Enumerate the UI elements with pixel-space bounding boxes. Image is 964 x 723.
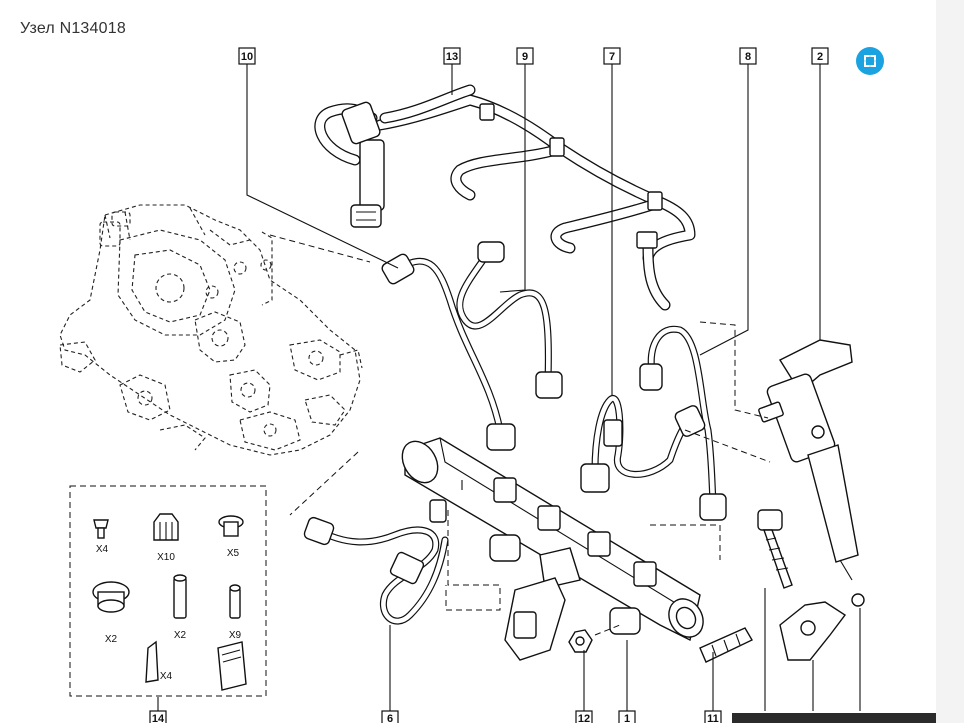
svg-text:14: 14: [152, 713, 165, 723]
fuel-rail: [401, 437, 704, 642]
expand-icon: [864, 55, 876, 67]
svg-text:11: 11: [707, 713, 719, 723]
service-kit-box: X4 X10 X5 X2 X2 X9 X4: [69, 485, 267, 697]
high-pressure-pipes: [303, 241, 727, 625]
reference-lines: [269, 234, 771, 636]
callout-13[interactable]: 13: [443, 47, 461, 65]
callout-9[interactable]: 9: [516, 47, 534, 65]
kit-item-clip: [93, 519, 109, 539]
kit-qty-1: X4: [96, 544, 109, 555]
page-title: Узел N134018: [20, 20, 126, 37]
callout-14[interactable]: 14: [149, 710, 167, 723]
right-scroll-strip: [936, 0, 964, 723]
svg-text:7: 7: [609, 51, 615, 63]
kit-item-spacer-long: [173, 574, 187, 619]
svg-text:12: 12: [578, 713, 590, 723]
svg-text:8: 8: [745, 51, 751, 63]
kit-qty-2: X10: [157, 552, 175, 563]
injector: [758, 339, 859, 581]
kit-item-spacer-short: [229, 584, 241, 619]
kit-qty-4: X2: [105, 634, 118, 645]
parts-diagram: X4 X10 X5 X2 X2 X9 X4 10 13 9 7 8 2 14 6…: [59, 47, 865, 723]
callout-7[interactable]: 7: [603, 47, 621, 65]
high-pressure-pump: [59, 204, 363, 456]
kit-item-seal: [92, 581, 130, 613]
callout-12[interactable]: 12: [575, 710, 593, 723]
kit-item-grommet: [218, 515, 244, 537]
svg-text:6: 6: [387, 713, 393, 723]
callout-11[interactable]: 11: [704, 710, 722, 723]
pressure-sensor: [504, 577, 593, 661]
kit-qty-3: X5: [227, 548, 240, 559]
callout-1[interactable]: 1: [618, 710, 636, 723]
fuel-return-hose: [314, 84, 696, 311]
svg-text:10: 10: [241, 51, 253, 63]
leader-lines: [157, 64, 861, 711]
kit-qty-5: X2: [174, 630, 187, 641]
kit-qty-7: X4: [160, 671, 173, 682]
kit-item-manual: [217, 641, 247, 691]
kit-qty-6: X9: [229, 630, 242, 641]
expand-button[interactable]: [856, 47, 884, 75]
callout-8[interactable]: 8: [739, 47, 757, 65]
svg-text:1: 1: [624, 713, 630, 723]
svg-text:2: 2: [817, 51, 823, 63]
callout-10[interactable]: 10: [238, 47, 256, 65]
kit-item-pin: [145, 640, 159, 683]
kit-item-cap: [153, 513, 179, 541]
svg-text:13: 13: [446, 51, 458, 63]
callout-2[interactable]: 2: [811, 47, 829, 65]
callout-6[interactable]: 6: [381, 710, 399, 723]
svg-text:9: 9: [522, 51, 528, 63]
bottom-bar: [732, 713, 936, 723]
